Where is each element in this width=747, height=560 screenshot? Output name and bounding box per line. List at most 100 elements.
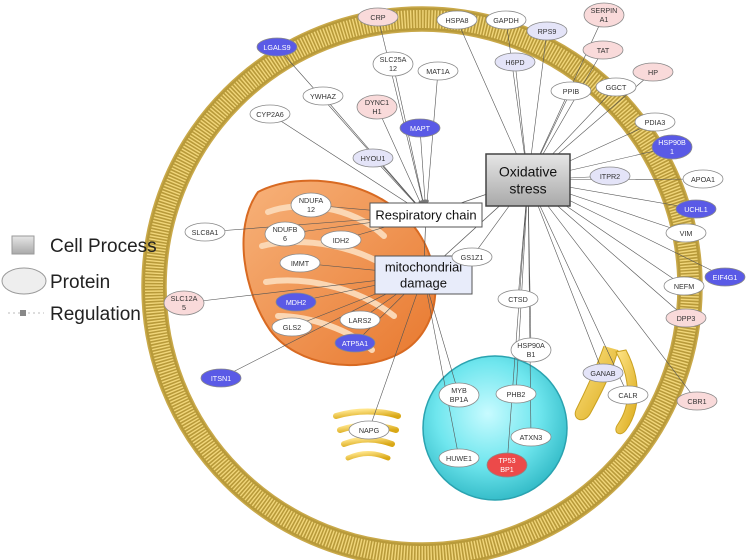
protein-crp[interactable]: CRP bbox=[357, 7, 399, 27]
protein-node bbox=[436, 10, 478, 30]
protein-cbr1[interactable]: CBR1 bbox=[676, 391, 718, 411]
protein-label: HSP90B bbox=[658, 138, 686, 147]
protein-ganab[interactable]: GANAB bbox=[582, 363, 624, 383]
protein-tat[interactable]: TAT bbox=[582, 40, 624, 60]
protein-label: 12 bbox=[307, 205, 315, 214]
protein-phb2[interactable]: PHB2 bbox=[495, 384, 537, 404]
protein-gs1z1[interactable]: GS1Z1 bbox=[451, 247, 493, 267]
protein-ywhaz[interactable]: YWHAZ bbox=[302, 86, 344, 106]
protein-node bbox=[290, 192, 332, 218]
protein-vim[interactable]: VIM bbox=[665, 223, 707, 243]
protein-label: MYB bbox=[451, 386, 467, 395]
protein-label: 5 bbox=[182, 303, 186, 312]
protein-nefm[interactable]: NEFM bbox=[663, 276, 705, 296]
protein-label: ITPR2 bbox=[600, 172, 620, 181]
protein-gapdh[interactable]: GAPDH bbox=[485, 10, 527, 30]
protein-label: B1 bbox=[527, 350, 536, 359]
process-label: stress bbox=[509, 180, 546, 196]
protein-label: IDH2 bbox=[333, 236, 349, 245]
protein-node bbox=[357, 7, 399, 27]
protein-node bbox=[663, 276, 705, 296]
protein-ctsd[interactable]: CTSD bbox=[497, 289, 539, 309]
protein-gls2[interactable]: GLS2 bbox=[271, 317, 313, 337]
protein-mapt[interactable]: MAPT bbox=[399, 118, 441, 138]
protein-node bbox=[372, 51, 414, 77]
protein-label: H1 bbox=[372, 107, 381, 116]
protein-mat1a[interactable]: MAT1A bbox=[417, 61, 459, 81]
protein-label: ITSN1 bbox=[211, 374, 231, 383]
protein-eif4g1[interactable]: EIF4G1 bbox=[704, 267, 746, 287]
protein-itsn1[interactable]: ITSN1 bbox=[200, 368, 242, 388]
protein-label: 6 bbox=[283, 234, 287, 243]
process-box bbox=[485, 153, 571, 207]
protein-label: ATXN3 bbox=[520, 433, 543, 442]
protein-node bbox=[438, 382, 480, 408]
protein-ggct[interactable]: GGCT bbox=[595, 77, 637, 97]
protein-node bbox=[665, 223, 707, 243]
protein-label: BP1 bbox=[500, 465, 514, 474]
protein-hspa8[interactable]: HSPA8 bbox=[436, 10, 478, 30]
protein-lars2[interactable]: LARS2 bbox=[339, 310, 381, 330]
protein-label: VIM bbox=[680, 229, 693, 238]
regulation-edge bbox=[527, 179, 629, 396]
protein-rps9[interactable]: RPS9 bbox=[526, 21, 568, 41]
protein-mdh2[interactable]: MDH2 bbox=[275, 292, 317, 312]
protein-immt[interactable]: IMMT bbox=[279, 253, 321, 273]
protein-node bbox=[339, 310, 381, 330]
legend: Cell Process Protein Regulation bbox=[1, 235, 157, 325]
protein-slc8a1[interactable]: SLC8A1 bbox=[184, 222, 226, 242]
protein-label: GLS2 bbox=[283, 323, 301, 332]
protein-label: LARS2 bbox=[349, 316, 372, 325]
protein-ppib[interactable]: PPIB bbox=[550, 81, 592, 101]
protein-label: SLC12A bbox=[171, 294, 198, 303]
protein-huwe1[interactable]: HUWE1 bbox=[438, 448, 480, 468]
protein-pdia3[interactable]: PDIA3 bbox=[634, 112, 676, 132]
protein-node bbox=[497, 289, 539, 309]
protein-uchl1[interactable]: UCHL1 bbox=[675, 199, 717, 219]
protein-cyp2a6[interactable]: CYP2A6 bbox=[249, 104, 291, 124]
legend-protein-label: Protein bbox=[50, 272, 110, 293]
protein-itpr2[interactable]: ITPR2 bbox=[589, 166, 631, 186]
protein-label: MDH2 bbox=[286, 298, 306, 307]
protein-apoa1[interactable]: APOA1 bbox=[682, 169, 724, 189]
protein-node bbox=[682, 169, 724, 189]
protein-label: NDUFA bbox=[299, 196, 324, 205]
protein-label: PHB2 bbox=[507, 390, 526, 399]
protein-label: DYNC1 bbox=[365, 98, 389, 107]
protein-atp5a1[interactable]: ATP5A1 bbox=[334, 333, 376, 353]
protein-node bbox=[486, 452, 528, 478]
protein-node bbox=[526, 21, 568, 41]
protein-atxn3[interactable]: ATXN3 bbox=[510, 427, 552, 447]
protein-node bbox=[665, 308, 707, 328]
protein-node bbox=[651, 134, 693, 160]
protein-dpp3[interactable]: DPP3 bbox=[665, 308, 707, 328]
protein-node bbox=[510, 337, 552, 363]
protein-calr[interactable]: CALR bbox=[607, 385, 649, 405]
protein-lgals9[interactable]: LGALS9 bbox=[256, 37, 298, 57]
protein-h6pd[interactable]: H6PD bbox=[494, 52, 536, 72]
protein-node bbox=[676, 391, 718, 411]
protein-label: A1 bbox=[600, 15, 609, 24]
regulation-edge bbox=[423, 274, 460, 396]
process-respiratory[interactable]: Respiratory chain bbox=[369, 202, 483, 228]
protein-label: SLC25A bbox=[380, 55, 407, 64]
regulation-edge bbox=[368, 274, 424, 431]
protein-hp[interactable]: HP bbox=[632, 62, 674, 82]
protein-napg[interactable]: NAPG bbox=[348, 420, 390, 440]
protein-node bbox=[352, 148, 394, 168]
protein-idh2[interactable]: IDH2 bbox=[320, 230, 362, 250]
regulation-edge bbox=[506, 179, 529, 466]
protein-hyou1[interactable]: HYOU1 bbox=[352, 148, 394, 168]
